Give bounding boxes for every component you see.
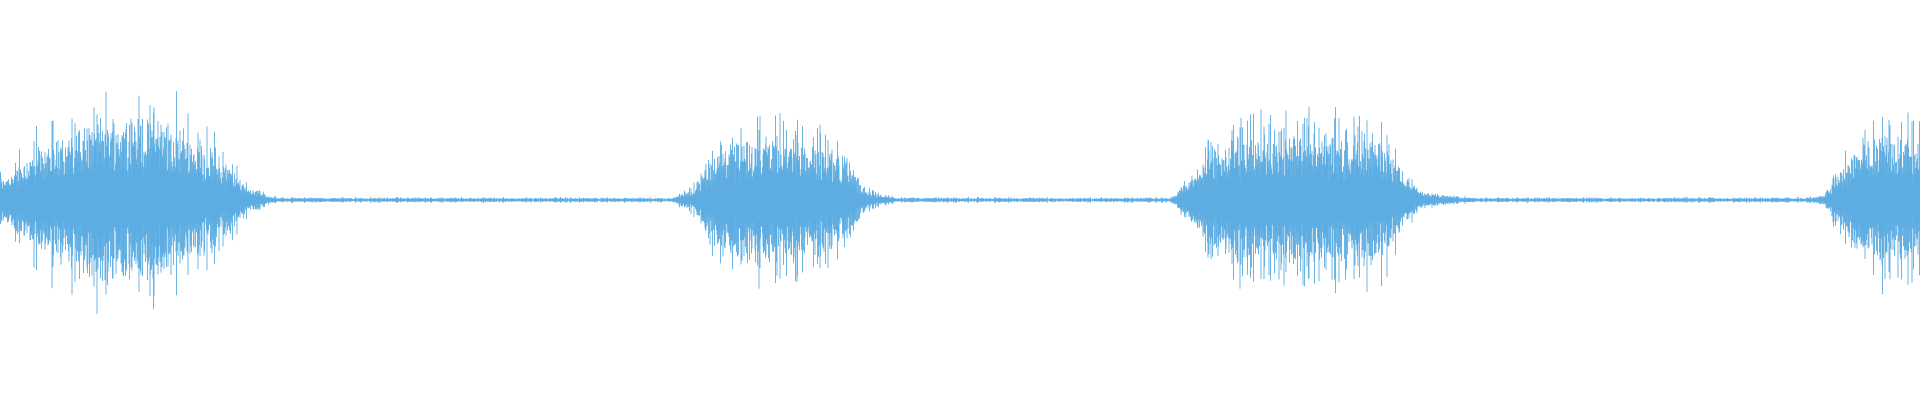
waveform-series [0,91,1920,314]
waveform-amplitude-strokes [0,91,1920,314]
